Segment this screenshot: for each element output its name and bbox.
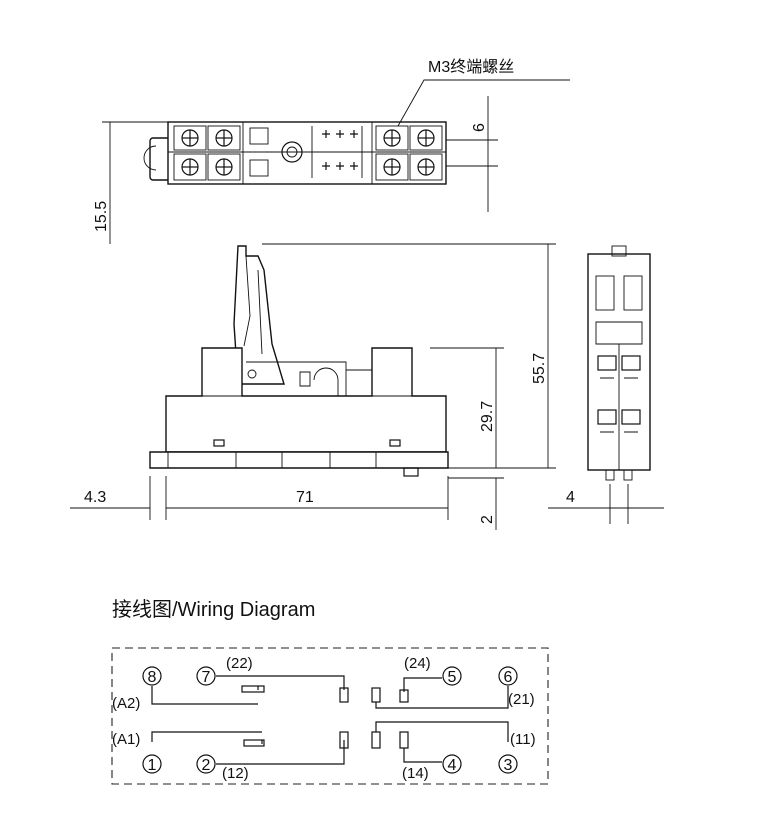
wiring-diagram: 8 (A2) 7 (22) 5 (24) 6 (21) 1 (A1) 2 (12… [111,647,549,785]
dim-2-label: 2 [479,515,496,524]
terminal-7-label: (22) [226,655,253,672]
dimension-2: 2 [479,478,497,530]
svg-text:7: 7 [202,669,211,686]
terminal-2: 2 (12) [196,754,249,782]
dim-4-label: 4 [566,489,575,506]
dim-6-label: 6 [471,123,488,132]
dimension-15-5: 15.5 [93,121,168,244]
terminal-6: 6 (21) [498,666,535,708]
terminal-8: 8 (A2) [112,666,162,712]
dim-4-3-label: 4.3 [84,489,106,506]
dim-55-7-label: 55.7 [531,353,548,384]
side-view: 4 [548,245,664,524]
top-view: M3终端螺丝 6 15.5 [93,58,570,244]
terminal-4: 4 (14) [402,754,462,782]
terminal-2-label: (12) [222,765,249,782]
front-view-body [165,347,447,453]
svg-text:1: 1 [148,757,157,774]
top-view-body [167,121,447,185]
dim-71-label: 71 [296,489,314,506]
screw-callout-label: M3终端螺丝 [428,58,514,76]
svg-text:4: 4 [448,757,457,774]
terminal-6-label: (21) [508,691,535,708]
top-view-clip-arc [143,145,157,171]
dim-15-5-label: 15.5 [93,201,110,232]
svg-text:5: 5 [448,669,457,686]
terminal-1-label: (A1) [112,731,140,748]
dim-29-7-label: 29.7 [479,401,496,432]
wiring-diagram-title: 接线图/Wiring Diagram [112,598,315,621]
front-view: 55.7 29.7 2 4.3 71 [70,243,556,530]
front-view-base [149,451,449,469]
dimension-6: 6 [446,96,498,212]
terminal-3: 3 (11) [498,731,536,774]
dimension-29-7: 29.7 [430,347,504,468]
screw-callout-leader [397,79,570,127]
terminal-7: 7 (22) [196,655,253,686]
svg-text:8: 8 [148,669,157,686]
dimension-4-3: 4.3 [70,476,167,520]
terminal-3-label: (11) [510,731,536,748]
terminal-1: 1 (A1) [112,731,162,774]
front-view-window-left [213,439,225,447]
svg-text:2: 2 [202,757,211,774]
svg-text:3: 3 [504,757,513,774]
side-view-terminals [597,355,641,433]
terminal-4-label: (14) [402,765,429,782]
dimension-55-7: 55.7 [262,243,556,468]
top-view-pin-area [249,126,363,178]
top-view-screw-terminals [173,125,443,181]
dimension-71: 71 [166,476,449,520]
terminal-8-label: (A2) [112,695,140,712]
svg-text:6: 6 [504,669,513,686]
dimension-4: 4 [548,484,664,524]
front-view-window-right [389,439,401,447]
terminal-5-label: (24) [404,655,431,672]
terminal-5: 5 (24) [404,655,462,686]
